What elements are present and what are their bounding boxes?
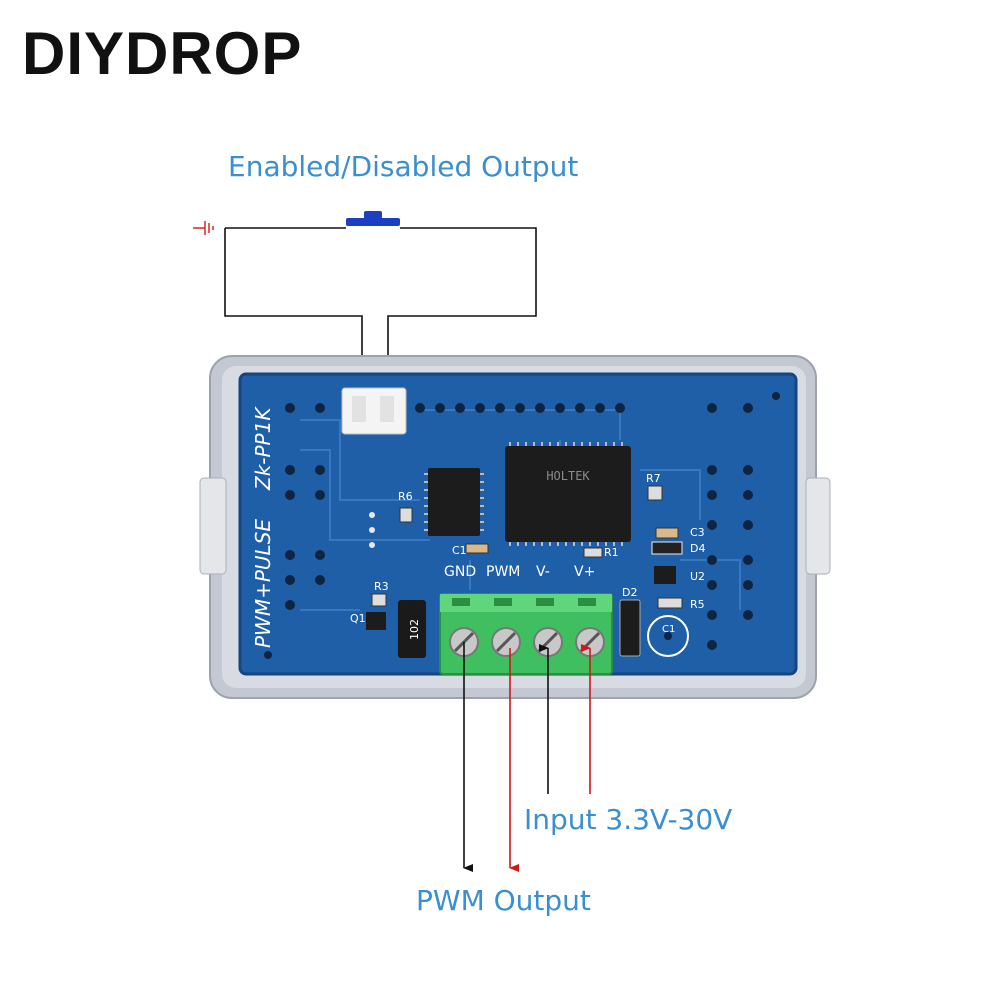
terminal-label-vminus: V- <box>536 564 550 580</box>
terminal-screw-icon <box>491 627 521 657</box>
label-d2: D2 <box>622 586 637 599</box>
brand-logo: DIYDROP <box>22 20 303 87</box>
label-r3: R3 <box>374 580 389 593</box>
terminal-block <box>439 593 613 675</box>
output-wires <box>463 642 591 872</box>
label-r5: R5 <box>690 598 705 611</box>
header-pins <box>264 392 780 659</box>
label-c1-cap: C1 <box>662 624 675 635</box>
ground-icon <box>193 221 214 235</box>
chip-label: HOLTEK <box>546 469 590 483</box>
push-button-icon <box>346 211 400 226</box>
driver-chip: HOLTEK <box>505 442 631 546</box>
switch-circuit <box>224 227 537 388</box>
label-c1: C1 <box>452 544 467 557</box>
label-r1: R1 <box>604 546 619 559</box>
resistor-code: 102 <box>408 619 421 640</box>
label-u2: U2 <box>690 570 705 583</box>
terminal-label-gnd: GND <box>444 564 476 580</box>
switch-wire-right <box>387 227 537 388</box>
label-r7: R7 <box>646 472 661 485</box>
label-d4: D4 <box>690 542 705 555</box>
pwm-caption: PWM Output <box>416 884 591 917</box>
mcu-chip <box>424 468 484 536</box>
silkscreen: Zk-PP1K PWM+PULSE GND PWM V- V+ R6 R7 C3… <box>251 406 705 648</box>
board-function-label: PWM+PULSE <box>251 519 275 648</box>
smd-components <box>366 485 689 658</box>
switch-connector <box>341 387 407 435</box>
input-caption: Input 3.3V-30V <box>524 803 733 836</box>
label-q1: Q1 <box>350 612 366 625</box>
terminal-label-pwm: PWM <box>486 564 520 580</box>
terminal-label-vplus: V+ <box>574 564 595 580</box>
label-r6: R6 <box>398 490 413 503</box>
label-c3: C3 <box>690 526 705 539</box>
switch-caption: Enabled/Disabled Output <box>228 150 579 183</box>
board-model-label: Zk-PP1K <box>251 406 275 491</box>
switch-wire-left <box>224 228 363 388</box>
